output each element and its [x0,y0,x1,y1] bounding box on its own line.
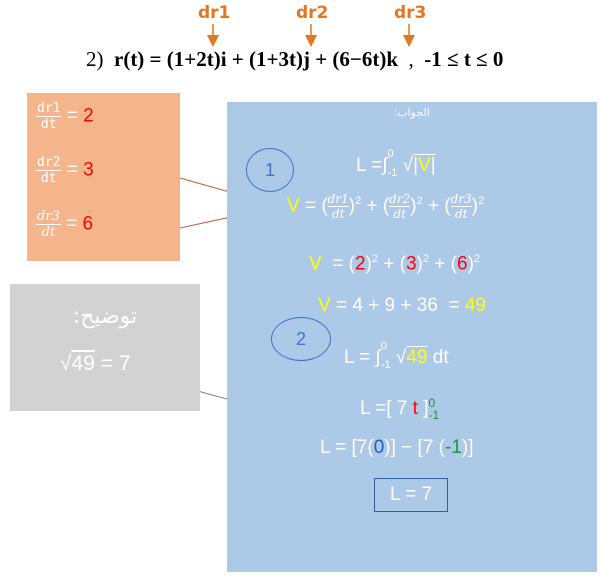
velocity-substitution: V = (2)2 + (3)2 + (6)2 [309,253,481,275]
final-answer: L = 7 [374,478,448,512]
velocity-sum: V = 4 + 9 + 36 = 49 [318,295,486,316]
derivatives-box [27,93,180,261]
step-1-circle: 1 [246,148,294,192]
explanation-box [10,284,200,411]
dr1-label: dr1 [198,3,231,23]
antiderivative-line: L =[ 7 t ]0-1 [360,396,440,422]
evaluate-line: L = [7(0)] − [7 (-1)] [320,437,474,458]
step-2-circle: 2 [271,317,331,361]
explanation-root: √49 = 7 [60,352,131,375]
explanation-title: توضيح: [72,304,138,329]
dr3-label: dr3 [394,3,427,23]
t-range: -1 ≤ t ≤ 0 [424,47,504,71]
problem-equation: 2) r(t) = (1+2t)i + (1+3t)j + (6−6t)k , … [86,47,504,71]
derivative-value: 6 [82,213,94,235]
length-formula: L =∫0-1 √|V| [356,148,436,179]
integral-line: L = ∫0-1 √49 dt [344,340,449,371]
derivative-value: 2 [83,105,94,127]
vector-equation: r(t) = (1+2t)i + (1+3t)j + (6−6t)k [114,47,399,71]
answer-heading: الجواب: [394,107,430,119]
problem-number: 2) [86,47,104,71]
dr2-label: dr2 [296,3,329,23]
derivative-value: 3 [83,159,94,181]
